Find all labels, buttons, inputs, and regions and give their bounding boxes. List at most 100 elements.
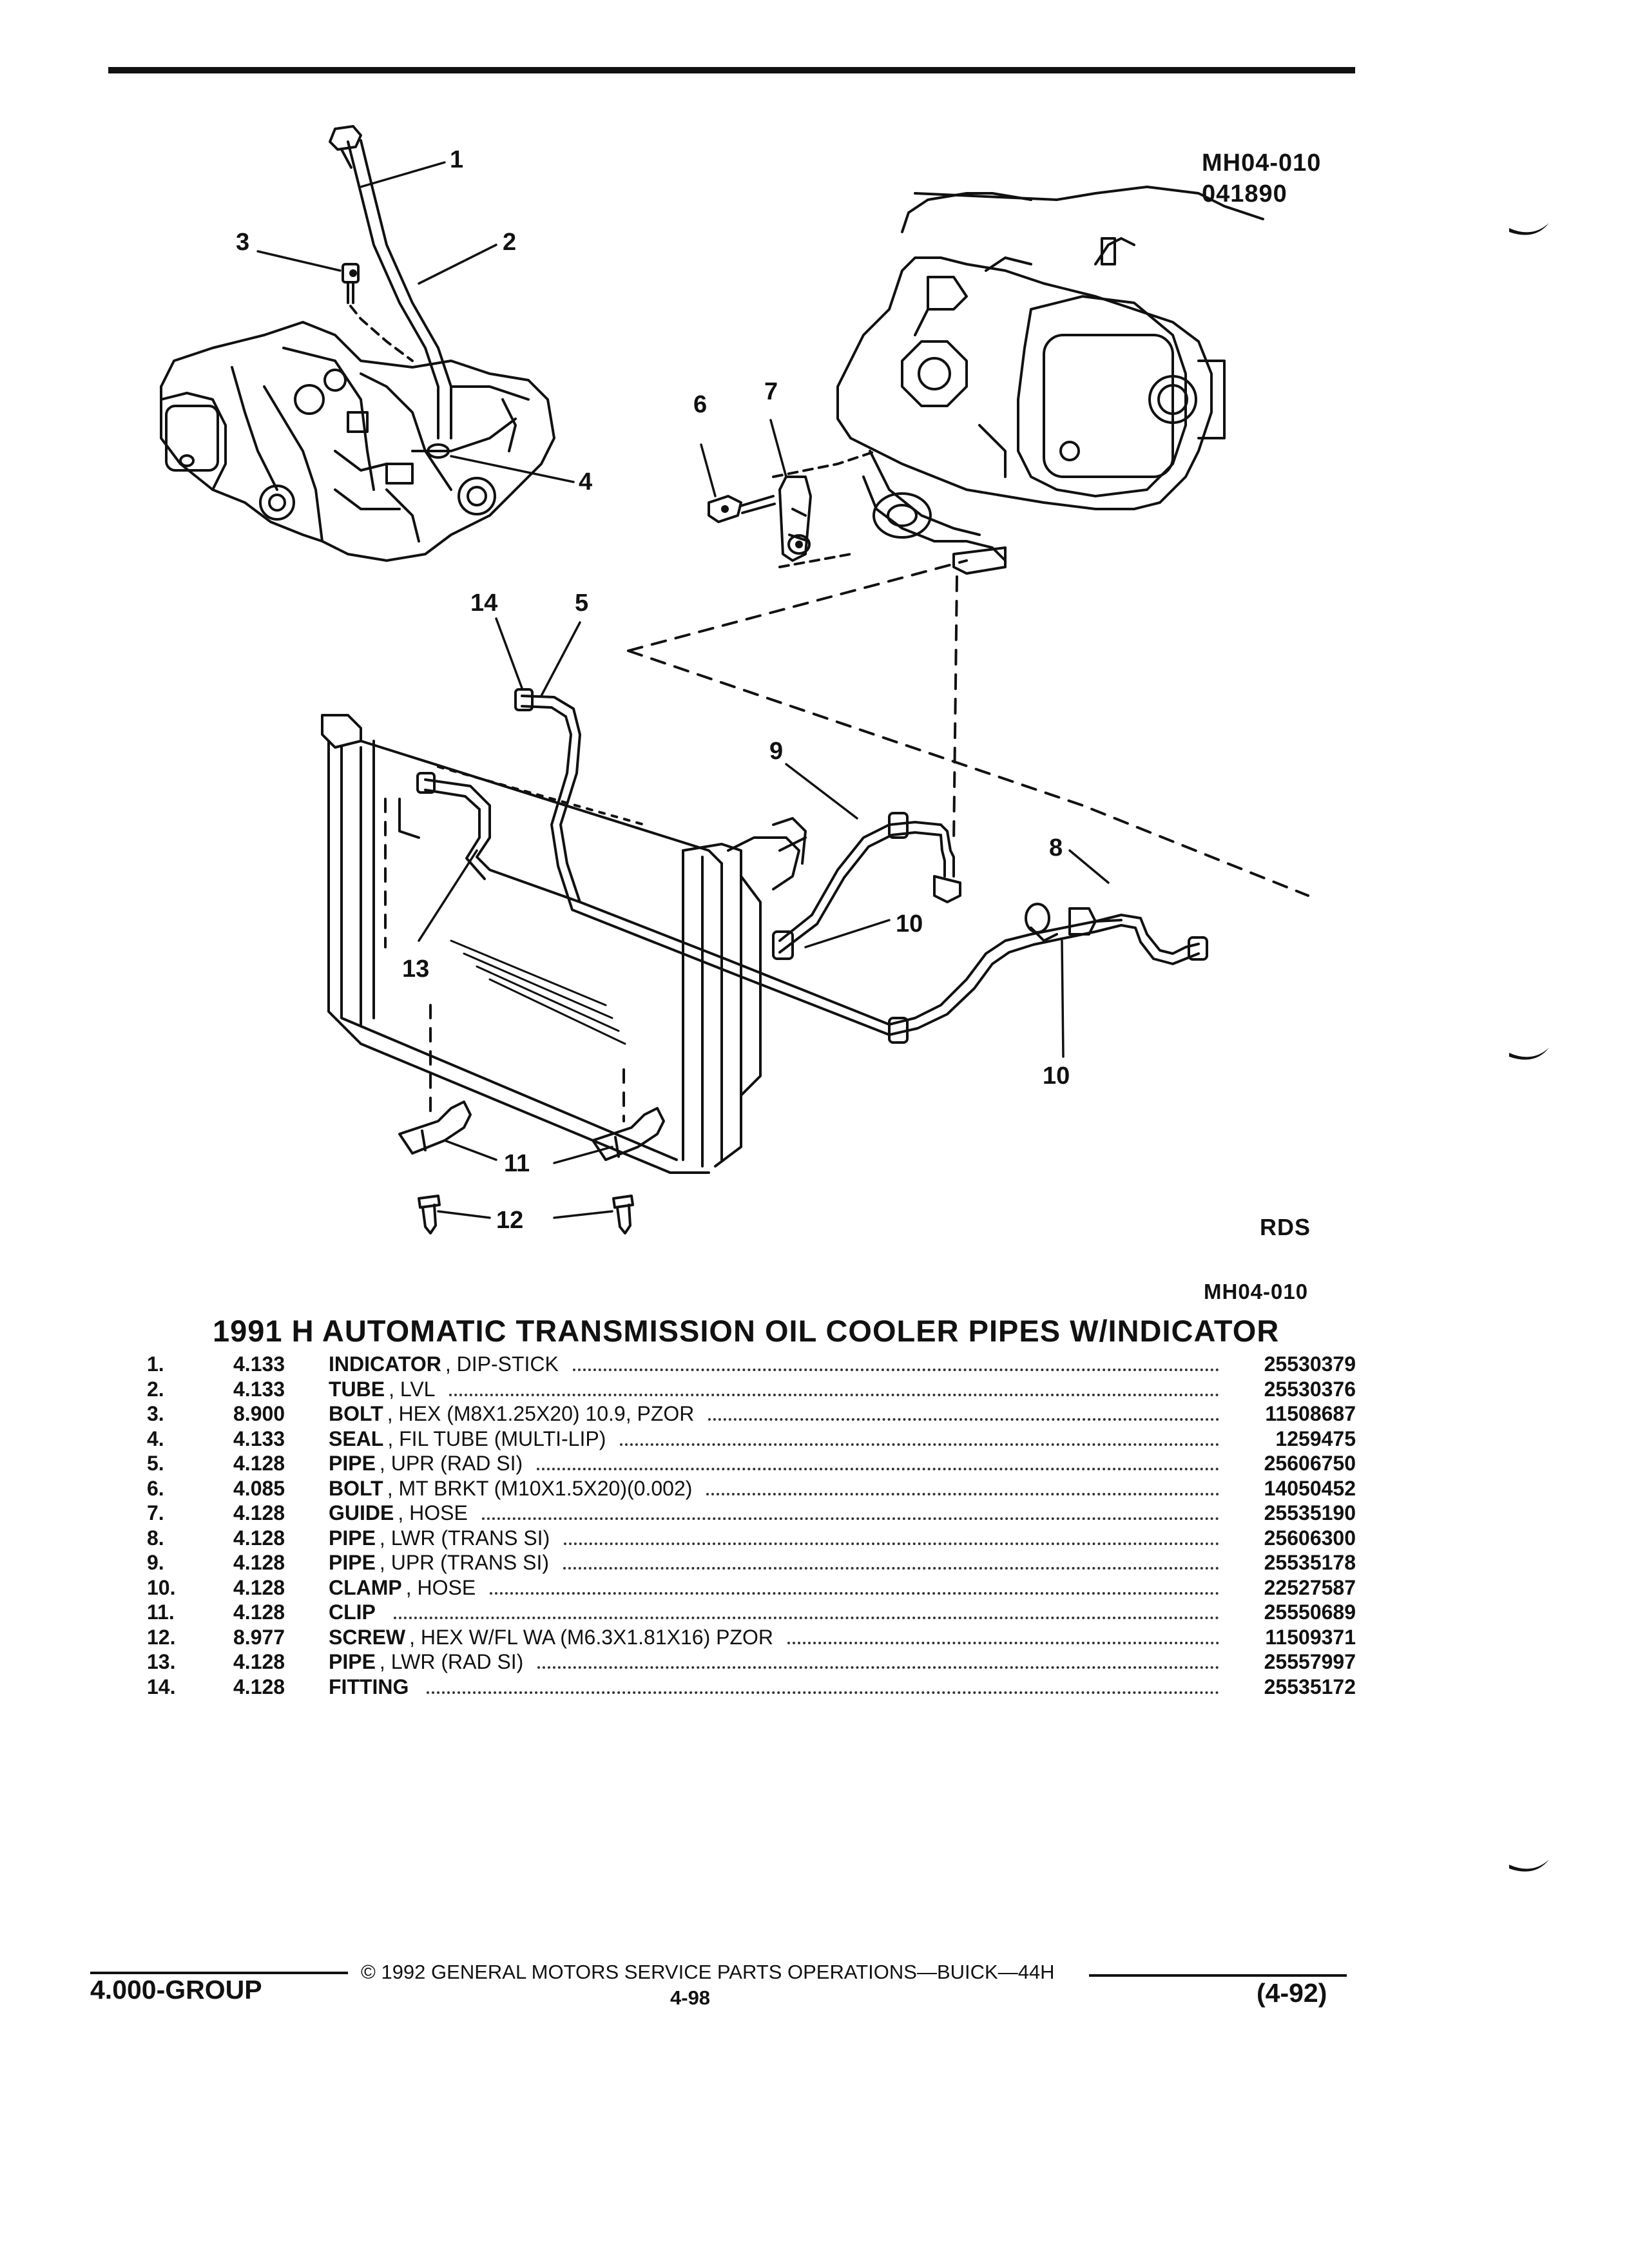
list-item: 7. 4.128 GUIDE , HOSE 25535190 — [147, 1501, 1356, 1526]
group-number: 8.977 — [233, 1625, 285, 1649]
part-description: , LWR (TRANS SI) — [379, 1526, 550, 1550]
part-name: FITTING — [329, 1675, 409, 1698]
group-number: 4.128 — [233, 1675, 285, 1698]
source-label: RDS — [1260, 1214, 1311, 1240]
part-description: , HEX (M8X1.25X20) 10.9, PZOR — [387, 1402, 695, 1425]
callout-1: 1 — [450, 146, 463, 173]
list-item: 9. 4.128 PIPE , UPR (TRANS SI) 25535178 — [147, 1550, 1356, 1575]
group-number: 4.128 — [233, 1575, 285, 1599]
part-number: 22527587 — [1264, 1575, 1356, 1599]
list-item: 8. 4.128 PIPE , LWR (TRANS SI) 25606300 — [147, 1526, 1356, 1551]
part-name: SCREW — [329, 1625, 406, 1649]
dot-leader — [393, 1617, 1219, 1619]
part-description: , UPR (RAD SI) — [379, 1452, 523, 1475]
footer-rule-right — [1089, 1974, 1347, 1977]
group-number: 4.128 — [233, 1551, 285, 1574]
item-number: 1. — [147, 1352, 164, 1376]
item-number: 4. — [147, 1427, 164, 1450]
part-description: , HOSE — [405, 1575, 476, 1599]
part-number: 25606300 — [1264, 1526, 1356, 1550]
part-number: 25606750 — [1264, 1452, 1356, 1475]
footer-revision: (4-92) — [1257, 1978, 1327, 2008]
figure-code-header: MH04-010 — [1202, 149, 1322, 177]
part-description: , DIP-STICK — [445, 1352, 559, 1376]
part-number: 25535190 — [1264, 1501, 1356, 1524]
part-name: INDICATOR — [329, 1352, 441, 1376]
callout-12: 12 — [496, 1207, 523, 1234]
list-item: 11. 4.128 CLIP 25550689 — [147, 1600, 1356, 1625]
part-description: , LVL — [389, 1377, 436, 1401]
list-item: 3. 8.900 BOLT , HEX (M8X1.25X20) 10.9, P… — [147, 1401, 1356, 1427]
group-number: 4.085 — [233, 1476, 285, 1500]
group-number: 4.128 — [233, 1452, 285, 1475]
part-description: , HEX W/FL WA (M6.3X1.81X16) PZOR — [409, 1625, 773, 1649]
group-number: 4.128 — [233, 1526, 285, 1550]
list-item: 5. 4.128 PIPE , UPR (RAD SI) 25606750 — [147, 1451, 1356, 1476]
part-number: 1259475 — [1275, 1427, 1356, 1450]
callout-2: 2 — [503, 229, 516, 256]
group-number: 8.900 — [233, 1402, 285, 1425]
part-number: 11508687 — [1265, 1402, 1356, 1425]
part-name: PIPE — [329, 1551, 376, 1574]
dot-leader — [572, 1369, 1219, 1371]
page-title: 1991 H AUTOMATIC TRANSMISSION OIL COOLER… — [213, 1314, 1280, 1348]
item-number: 5. — [147, 1452, 164, 1475]
part-name: PIPE — [329, 1526, 376, 1550]
group-number: 4.133 — [233, 1427, 285, 1450]
list-item: 6. 4.085 BOLT , MT BRKT (M10X1.5X20)(0.0… — [147, 1476, 1356, 1501]
item-number: 2. — [147, 1377, 164, 1401]
part-description: , HOSE — [398, 1501, 468, 1524]
callout-8: 8 — [1049, 834, 1063, 861]
part-name: GUIDE — [329, 1501, 394, 1524]
part-description: , UPR (TRANS SI) — [379, 1551, 550, 1574]
part-name: CLAMP — [329, 1575, 402, 1599]
part-name: BOLT — [329, 1476, 383, 1500]
callout-7: 7 — [764, 378, 778, 405]
item-number: 9. — [147, 1551, 164, 1574]
callout-5: 5 — [575, 590, 588, 617]
dot-leader — [620, 1443, 1219, 1446]
list-item: 2. 4.133 TUBE , LVL 25530376 — [147, 1377, 1356, 1402]
dot-leader — [427, 1691, 1219, 1694]
list-item: 1. 4.133 INDICATOR , DIP-STICK 25530379 — [147, 1352, 1356, 1377]
group-number: 4.133 — [233, 1377, 285, 1401]
callout-6: 6 — [693, 391, 707, 418]
top-rule — [108, 67, 1355, 73]
dot-leader — [481, 1517, 1219, 1520]
item-number: 11. — [147, 1600, 175, 1624]
part-description: , FIL TUBE (MULTI-LIP) — [387, 1427, 606, 1450]
dot-leader — [706, 1492, 1219, 1495]
radiator-illustration — [321, 714, 807, 1174]
list-item: 12. 8.977 SCREW , HEX W/FL WA (M6.3X1.81… — [147, 1625, 1356, 1650]
dot-leader — [708, 1418, 1219, 1421]
part-number: 25530379 — [1264, 1352, 1356, 1376]
footer-rule-left — [90, 1972, 348, 1974]
group-number: 4.128 — [233, 1501, 285, 1524]
item-number: 14. — [147, 1675, 176, 1698]
item-number: 10. — [147, 1575, 176, 1599]
dot-leader — [490, 1591, 1219, 1595]
exploded-parts-diagram: 1 2 3 4 5 6 7 8 9 10 10 11 12 13 14 — [160, 125, 1309, 1235]
part-number: 25535172 — [1264, 1675, 1356, 1698]
group-number: 4.128 — [233, 1650, 285, 1673]
dot-leader — [787, 1641, 1219, 1644]
margin-mark — [1509, 1048, 1549, 1060]
footer-group: 4.000-GROUP — [90, 1975, 262, 2004]
page-number: 4-98 — [670, 1986, 711, 2009]
part-name: PIPE — [329, 1452, 376, 1475]
part-name: BOLT — [329, 1402, 383, 1425]
part-description: , MT BRKT (M10X1.5X20)(0.002) — [387, 1476, 693, 1500]
part-number: 25530376 — [1264, 1377, 1356, 1401]
list-item: 14. 4.128 FITTING 25535172 — [147, 1675, 1356, 1700]
cooler-pipes — [416, 688, 1208, 1044]
margin-mark — [1509, 223, 1549, 235]
callout-4: 4 — [579, 468, 592, 495]
footer-copyright: © 1992 GENERAL MOTORS SERVICE PARTS OPER… — [361, 1961, 1055, 1983]
item-number: 13. — [147, 1650, 176, 1673]
dot-leader — [537, 1468, 1219, 1470]
hose-guide-7 — [778, 476, 812, 562]
callout-11: 11 — [504, 1150, 530, 1177]
callout-numbers: 1 2 3 4 5 6 7 8 9 10 10 11 12 13 14 — [236, 146, 1070, 1234]
figure-code-caption: MH04-010 — [1204, 1280, 1309, 1303]
callout-3: 3 — [236, 229, 249, 256]
